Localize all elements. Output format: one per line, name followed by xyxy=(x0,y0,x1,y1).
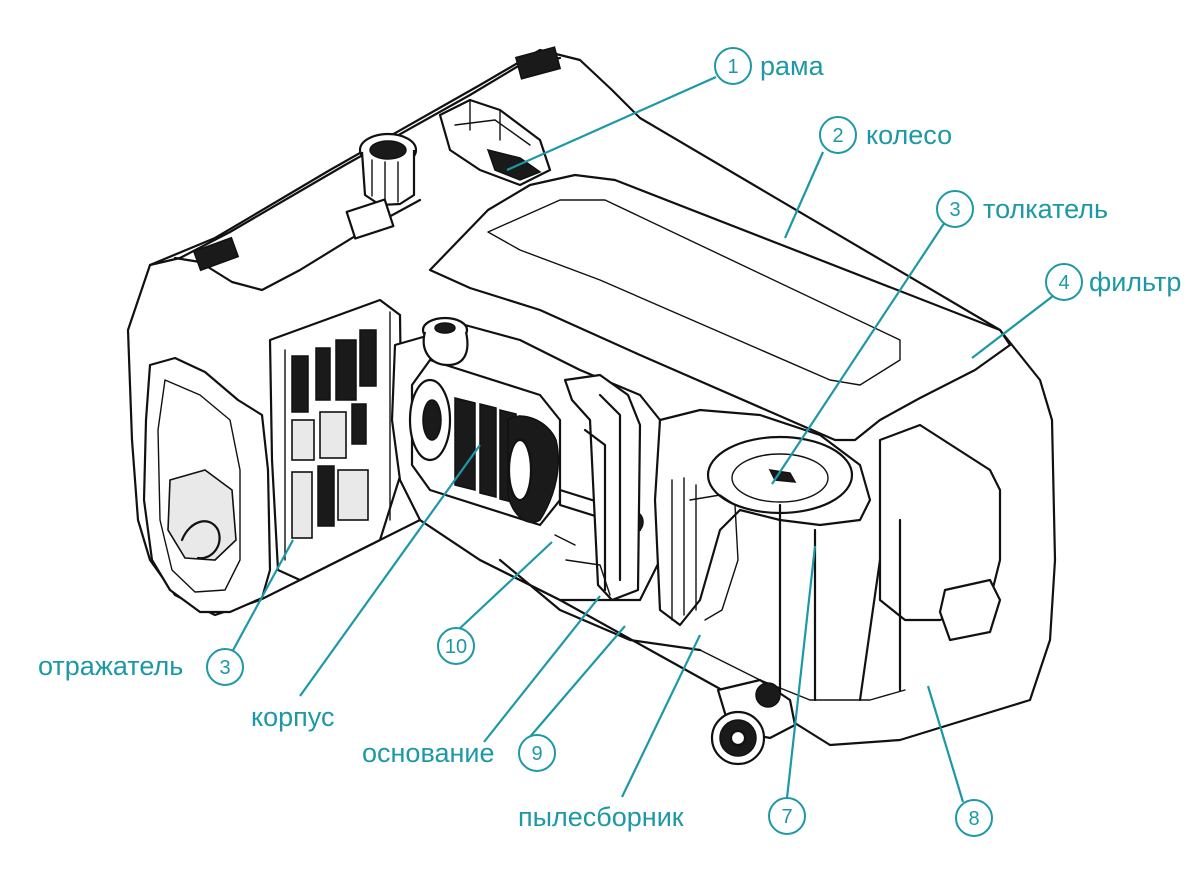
leader-part-10 xyxy=(456,541,553,632)
callout-part-10: 10 xyxy=(437,627,475,665)
leader-base xyxy=(483,595,601,743)
callout-reflector-label: отражатель xyxy=(38,651,183,681)
callout-part-10-number: 10 xyxy=(445,636,467,658)
callout-frame-label: рама xyxy=(760,51,825,81)
callout-housing: корпус xyxy=(251,702,334,732)
callout-wheel-number: 2 xyxy=(832,125,843,147)
callout-reflector: отражатель 3 xyxy=(38,648,244,686)
leader-part-9 xyxy=(528,625,626,739)
callout-base-number: 9 xyxy=(531,743,542,765)
leader-lines xyxy=(230,75,1054,803)
callout-reflector-circle xyxy=(206,648,244,686)
callout-dust-collector-label: пылесборник xyxy=(518,802,684,832)
callout-part-7-number: 7 xyxy=(781,806,792,828)
callout-part-8: 8 xyxy=(955,799,993,837)
callout-part-7: 7 xyxy=(768,797,806,835)
callout-wheel-circle xyxy=(819,116,857,154)
callout-base-circle xyxy=(518,734,556,772)
callout-base-label: основание xyxy=(362,738,495,768)
callout-pusher: 3 толкатель xyxy=(936,190,1108,228)
callout-dust-collector: пылесборник xyxy=(518,802,684,832)
leader-frame xyxy=(506,75,717,172)
callout-reflector-number: 3 xyxy=(219,657,230,679)
callout-part-8-circle xyxy=(955,799,993,837)
callout-wheel-label: колесо xyxy=(866,120,952,150)
leader-pusher xyxy=(771,221,946,485)
leader-housing xyxy=(299,444,481,697)
leader-filter xyxy=(971,295,1054,359)
callout-part-8-number: 8 xyxy=(968,808,979,830)
callout-frame-circle xyxy=(714,47,752,85)
callout-filter-circle xyxy=(1045,263,1083,301)
callout-pusher-circle xyxy=(936,190,974,228)
callout-part-7-circle xyxy=(768,797,806,835)
callout-wheel: 2 колесо xyxy=(819,116,952,154)
callout-frame: 1 рама xyxy=(714,47,825,85)
device-illustration xyxy=(126,46,1057,766)
callout-pusher-number: 3 xyxy=(949,199,960,221)
callout-housing-label: корпус xyxy=(251,702,334,732)
leader-dust-collector xyxy=(621,634,701,798)
leader-reflector xyxy=(230,539,294,655)
callout-filter: 4 фильтр xyxy=(1045,263,1181,301)
leader-part-8 xyxy=(926,685,965,803)
callout-base: основание 9 xyxy=(362,734,556,772)
leader-part-7 xyxy=(785,545,817,799)
callout-frame-number: 1 xyxy=(727,56,738,78)
callout-filter-label: фильтр xyxy=(1089,267,1181,297)
leader-wheel xyxy=(783,151,825,239)
callout-pusher-label: толкатель xyxy=(983,194,1108,224)
callout-part-10-circle xyxy=(437,627,475,665)
callout-filter-number: 4 xyxy=(1058,272,1069,294)
